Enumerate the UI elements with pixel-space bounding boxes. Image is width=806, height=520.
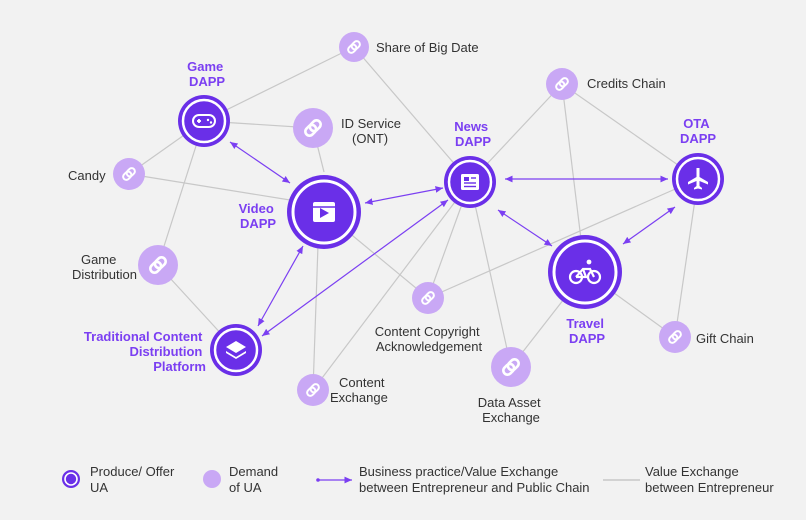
dapp-node-news [444, 156, 496, 208]
label-game-dapp: Game DAPP [187, 59, 227, 89]
label-data-asset-exchange: Data Asset Exchange [478, 395, 545, 425]
legend-produce-label: Produce/ Offer UA [90, 464, 178, 495]
demand-node-candy [113, 158, 145, 190]
airplane-icon [688, 168, 708, 190]
gamepad-icon [192, 114, 216, 128]
label-game-distribution: Game Distribution [72, 252, 137, 282]
label-ota-dapp: OTA DAPP [680, 116, 716, 146]
label-travel-dapp: Travel DAPP [566, 316, 607, 346]
dapp-node-travel [548, 235, 622, 309]
dapp-node-video [287, 175, 361, 249]
demand-node-credits-chain [546, 68, 578, 100]
demand-node-share-big-date [339, 32, 369, 62]
dapp-node-traditional [210, 324, 262, 376]
newspaper-icon [461, 174, 479, 190]
legend-business-label: Business practice/Value Exchange between… [359, 464, 590, 495]
legend-demand-marker [203, 470, 221, 488]
label-credits-chain: Credits Chain [587, 76, 666, 91]
demand-node-gift-chain [659, 321, 691, 353]
business-exchange-arrows [229, 141, 676, 337]
layers-icon [226, 341, 246, 359]
label-gift-chain: Gift Chain [696, 331, 754, 346]
label-news-dapp: News DAPP [454, 119, 492, 149]
demand-node-data-asset-exchange [491, 347, 531, 387]
demand-node-content-exchange [297, 374, 329, 406]
bicycle-icon [568, 259, 602, 285]
legend: Produce/ Offer UA Demand of UA Business … [62, 464, 774, 495]
dapp-node-ota [672, 153, 724, 205]
label-traditional-platform: Traditional Content Distribution Platfor… [84, 329, 206, 374]
play-icon [313, 202, 335, 222]
demand-node-game-distribution [138, 245, 178, 285]
label-content-copyright: Content Copyright Acknowledgement [375, 324, 483, 354]
demand-node-content-copyright [412, 282, 444, 314]
dapp-node-game [178, 95, 230, 147]
legend-value-label: Value Exchange between Entrepreneur [645, 464, 774, 495]
legend-demand-label: Demand of UA [229, 464, 282, 495]
label-content-exchange: Content Exchange [330, 375, 388, 405]
demand-node-id-service [293, 108, 333, 148]
label-id-service: ID Service (ONT) [341, 116, 405, 146]
label-share-big-date: Share of Big Date [376, 40, 479, 55]
label-candy: Candy [68, 168, 106, 183]
label-video-dapp: Video DAPP [239, 201, 278, 231]
legend-produce-marker [62, 470, 80, 488]
